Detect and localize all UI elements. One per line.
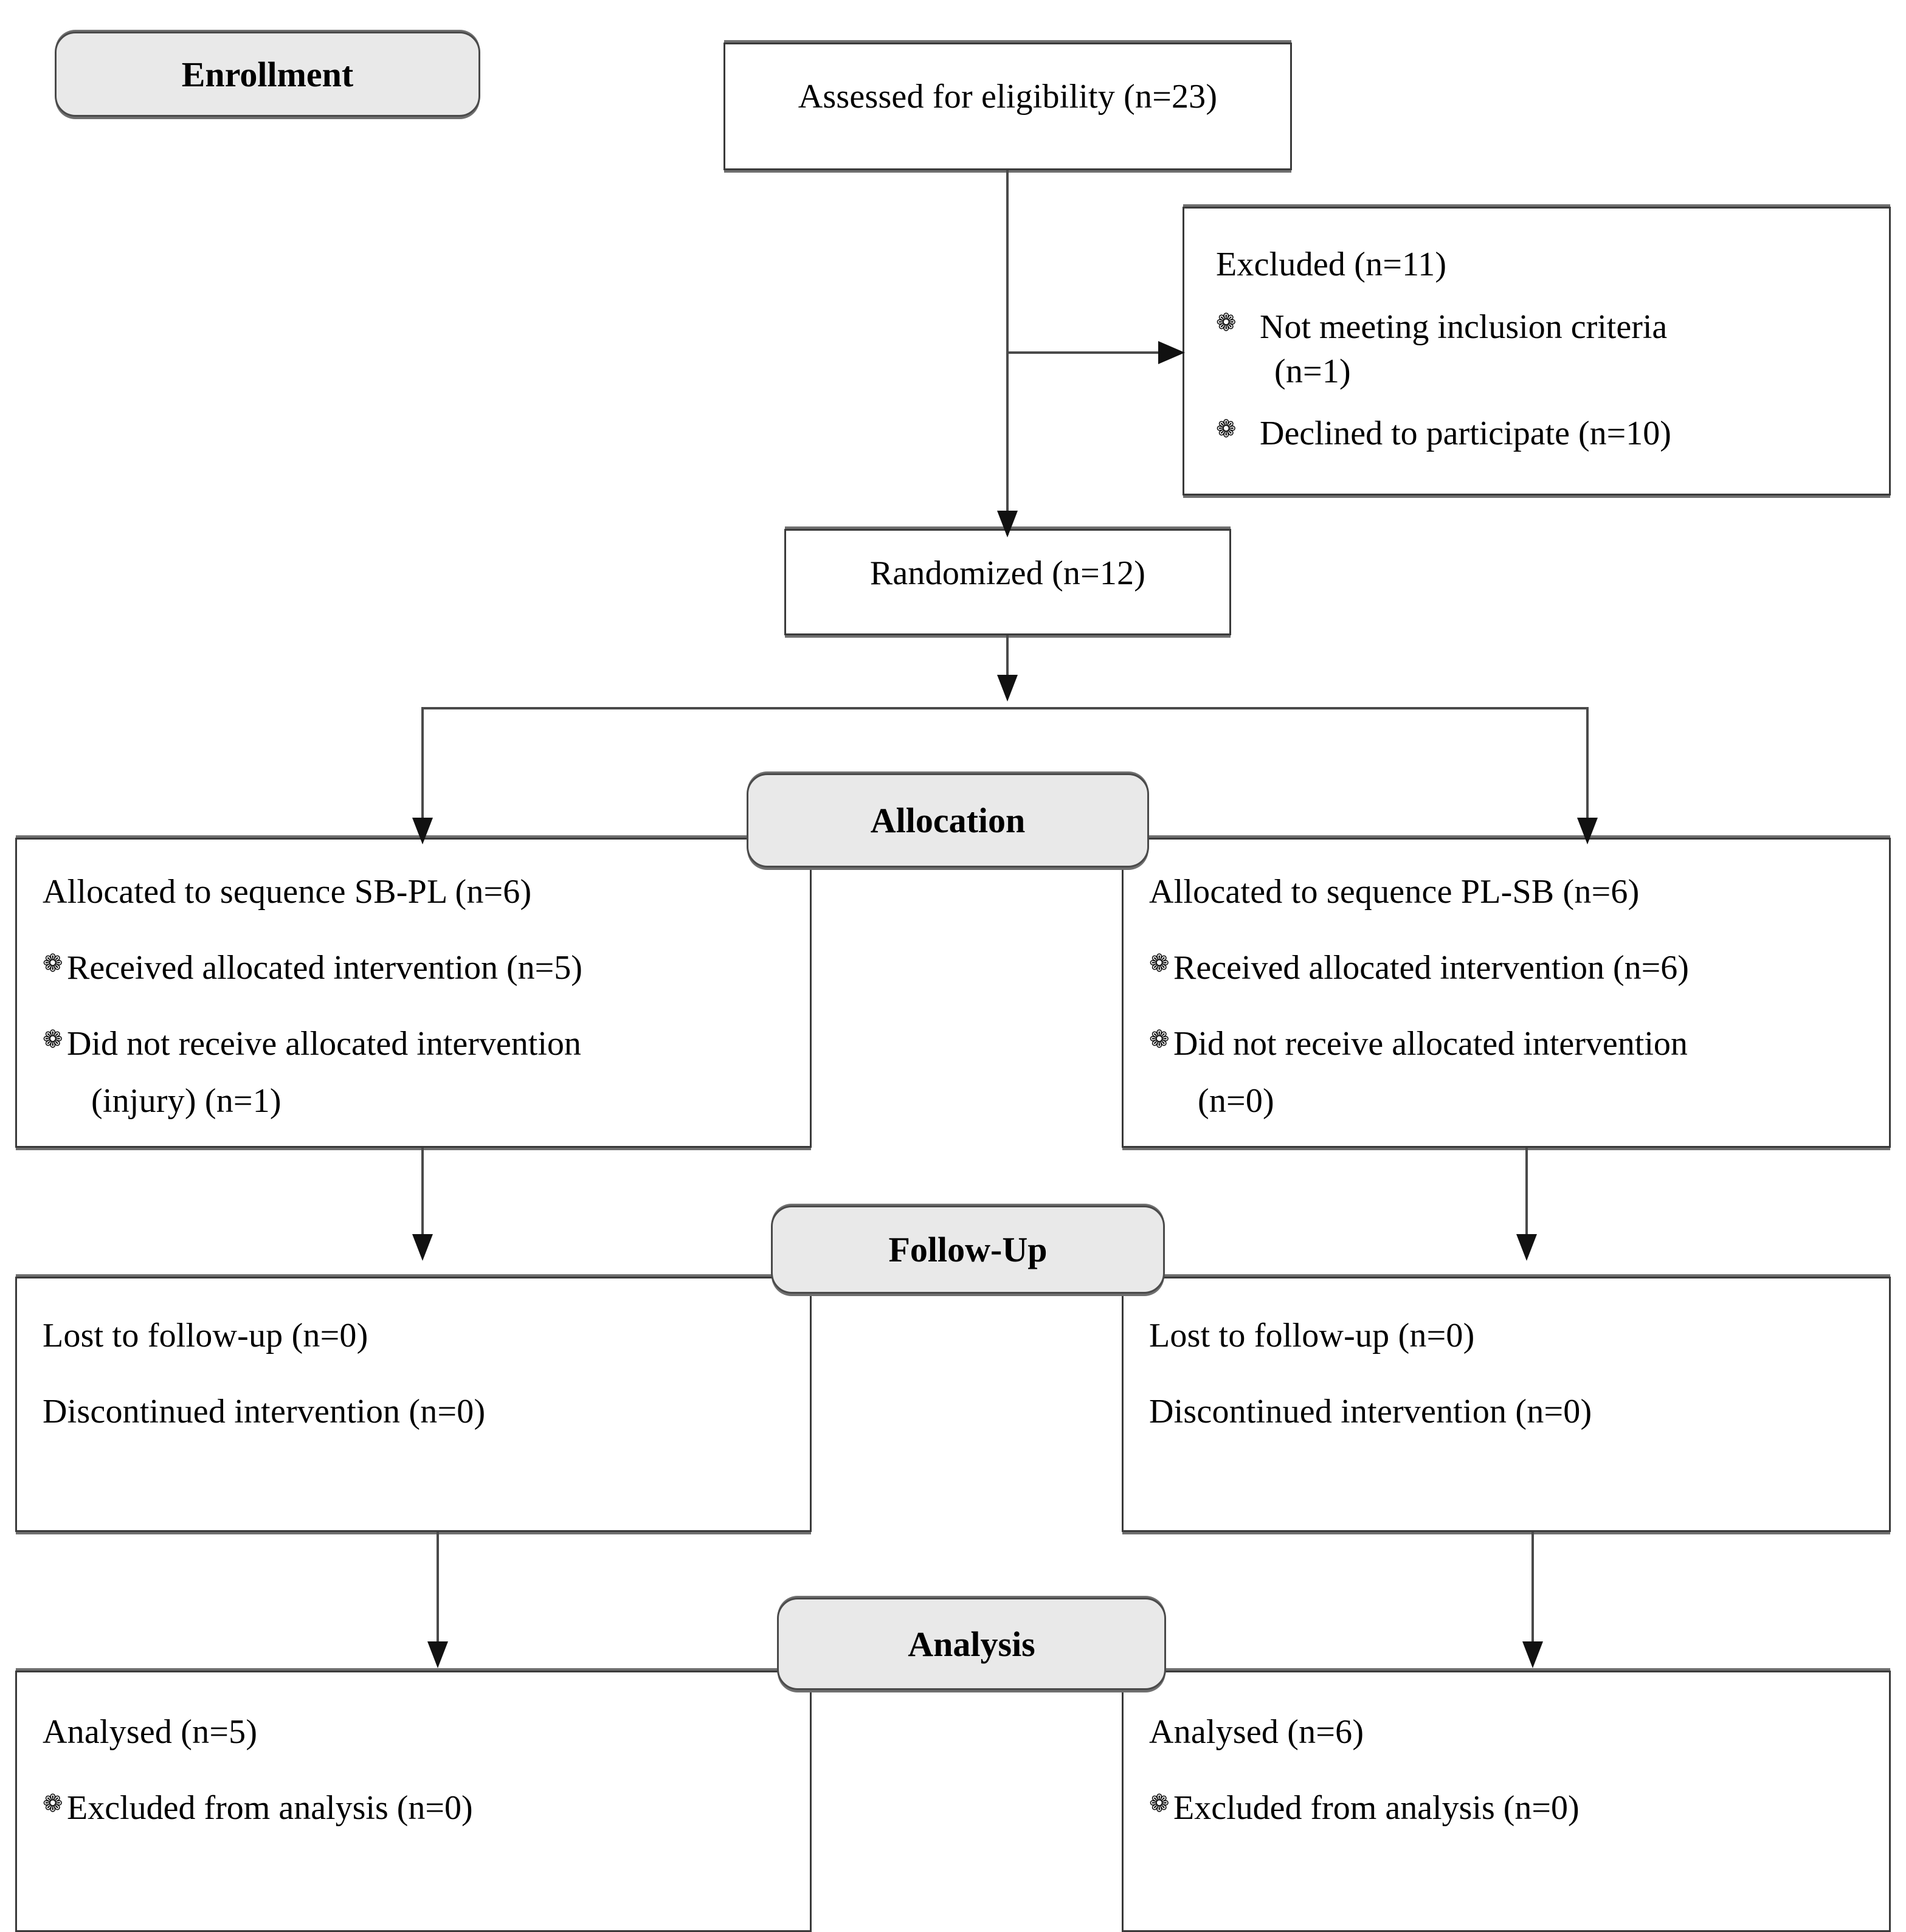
stage-badge-followup: Follow-Up bbox=[771, 1206, 1165, 1294]
connector-split-left-down bbox=[421, 707, 424, 838]
bullet-icon: ❁ bbox=[1149, 1025, 1170, 1053]
arrowhead-randomized-split bbox=[997, 675, 1018, 702]
allocation-left-item-2-text: Did not receive allocated intervention bbox=[67, 1024, 581, 1063]
box-randomized: Randomized (n=12) bbox=[784, 529, 1231, 635]
allocation-right-heading: Allocated to sequence PL-SB (n=6) bbox=[1149, 873, 1640, 911]
allocation-left-item-2-cont: (injury) (n=1) bbox=[91, 1082, 281, 1120]
stage-label-allocation: Allocation bbox=[870, 801, 1026, 840]
stage-badge-allocation: Allocation bbox=[747, 773, 1149, 868]
excluded-item-1-text: Not meeting inclusion criteria bbox=[1260, 308, 1668, 346]
stage-label-analysis: Analysis bbox=[908, 1624, 1035, 1664]
bullet-icon: ❁ bbox=[43, 949, 63, 977]
analysis-right-heading: Analysed (n=6) bbox=[1149, 1713, 1364, 1751]
connector-split-right-down bbox=[1586, 707, 1589, 838]
analysis-left-item-1-text: Excluded from analysis (n=0) bbox=[67, 1789, 473, 1827]
bullet-icon: ❁ bbox=[1216, 415, 1237, 443]
analysis-right-item-1-text: Excluded from analysis (n=0) bbox=[1173, 1789, 1580, 1827]
connector-right-allocation-to-followup bbox=[1525, 1148, 1528, 1254]
excluded-heading: Excluded (n=11) bbox=[1216, 246, 1447, 283]
allocation-left-item-1-text: Received allocated intervention (n=5) bbox=[67, 948, 582, 987]
arrowhead-to-randomized bbox=[997, 511, 1018, 537]
allocation-left-item-2: ❁ Did not receive allocated intervention bbox=[43, 1022, 798, 1066]
connector-to-excluded bbox=[1007, 351, 1181, 354]
excluded-item-2: ❁ Declined to participate (n=10) bbox=[1216, 412, 1871, 456]
box-allocation-right: Allocated to sequence PL-SB (n=6) ❁ Rece… bbox=[1122, 838, 1891, 1148]
bullet-icon: ❁ bbox=[43, 1789, 63, 1817]
analysis-right-item-1: ❁ Excluded from analysis (n=0) bbox=[1149, 1786, 1865, 1830]
followup-right-line-2: Discontinued intervention (n=0) bbox=[1149, 1392, 1592, 1430]
arrowhead-right-allocation bbox=[1577, 818, 1598, 844]
connector-left-followup-to-analysis bbox=[437, 1532, 439, 1663]
box-allocation-left: Allocated to sequence SB-PL (n=6) ❁ Rece… bbox=[15, 838, 812, 1148]
stage-label-followup: Follow-Up bbox=[888, 1230, 1048, 1269]
box-analysis-right: Analysed (n=6) ❁ Excluded from analysis … bbox=[1122, 1671, 1891, 1932]
analysis-left-item-1: ❁ Excluded from analysis (n=0) bbox=[43, 1786, 786, 1830]
excluded-item-1: ❁ Not meeting inclusion criteria bbox=[1216, 305, 1871, 350]
connector-left-allocation-to-followup bbox=[421, 1148, 424, 1254]
box-followup-left: Lost to follow-up (n=0) Discontinued int… bbox=[15, 1277, 812, 1532]
followup-left-line-1: Lost to follow-up (n=0) bbox=[43, 1317, 368, 1354]
randomized-text: Randomized (n=12) bbox=[869, 554, 1146, 592]
box-assessed-for-eligibility: Assessed for eligibility (n=23) bbox=[723, 43, 1292, 170]
box-analysis-left: Analysed (n=5) ❁ Excluded from analysis … bbox=[15, 1671, 812, 1932]
allocation-right-item-2: ❁ Did not receive allocated intervention bbox=[1149, 1022, 1883, 1066]
excluded-item-1-cont: (n=1) bbox=[1274, 352, 1351, 390]
connector-right-followup-to-analysis bbox=[1531, 1532, 1534, 1663]
connector-split-horizontal bbox=[421, 707, 1589, 709]
connector-randomized-down bbox=[1006, 635, 1009, 696]
box-followup-right: Lost to follow-up (n=0) Discontinued int… bbox=[1122, 1277, 1891, 1532]
bullet-icon: ❁ bbox=[1149, 949, 1170, 977]
arrowhead-left-allocation bbox=[412, 818, 433, 844]
allocation-left-item-1: ❁ Received allocated intervention (n=5) bbox=[43, 946, 798, 990]
box-excluded: Excluded (n=11) ❁ Not meeting inclusion … bbox=[1183, 207, 1891, 495]
bullet-icon: ❁ bbox=[1216, 308, 1237, 336]
analysis-left-heading: Analysed (n=5) bbox=[43, 1713, 258, 1751]
stage-label-enrollment: Enrollment bbox=[181, 54, 354, 94]
allocation-right-item-2-text: Did not receive allocated intervention bbox=[1173, 1024, 1688, 1063]
bullet-icon: ❁ bbox=[1149, 1789, 1170, 1817]
allocation-right-item-1-text: Received allocated intervention (n=6) bbox=[1173, 948, 1689, 987]
allocation-right-item-2-cont: (n=0) bbox=[1198, 1082, 1274, 1120]
arrowhead-right-analysis bbox=[1522, 1641, 1543, 1668]
arrowhead-left-followup bbox=[412, 1234, 433, 1261]
bullet-icon: ❁ bbox=[43, 1025, 63, 1053]
allocation-left-heading: Allocated to sequence SB-PL (n=6) bbox=[43, 873, 532, 911]
arrowhead-right-followup bbox=[1516, 1234, 1537, 1261]
followup-left-line-2: Discontinued intervention (n=0) bbox=[43, 1392, 486, 1430]
assessed-text: Assessed for eligibility (n=23) bbox=[798, 78, 1218, 116]
stage-badge-enrollment: Enrollment bbox=[55, 32, 480, 117]
arrowhead-left-analysis bbox=[427, 1641, 448, 1668]
arrowhead-to-excluded bbox=[1158, 341, 1185, 364]
stage-badge-analysis: Analysis bbox=[777, 1598, 1166, 1690]
followup-right-line-1: Lost to follow-up (n=0) bbox=[1149, 1317, 1475, 1354]
excluded-item-2-text: Declined to participate (n=10) bbox=[1260, 415, 1671, 453]
allocation-right-item-1: ❁ Received allocated intervention (n=6) bbox=[1149, 946, 1883, 990]
